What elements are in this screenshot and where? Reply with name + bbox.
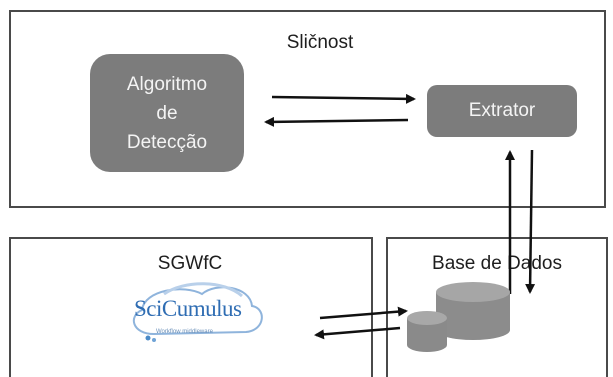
cloud-icon (132, 282, 263, 342)
detection-algorithm-node: Algoritmo de Detecção (90, 54, 244, 172)
algorithm-label-line1: Algoritmo (126, 73, 208, 95)
logo-tagline: Workflow middleware (156, 329, 213, 335)
extractor-label: Extrator (468, 100, 536, 121)
extractor-node: Extrator (427, 85, 577, 137)
arrow-extractor-to-database (525, 149, 536, 294)
arrow-extractor-to-algorithm (264, 116, 409, 127)
arrow-database-to-sgwfc (314, 326, 401, 340)
sgwfc-title: SGWfC (157, 253, 223, 274)
arrow-sgwfc-to-database (319, 306, 408, 320)
database-cylinder-large (436, 282, 510, 340)
sgwfc-panel (9, 237, 373, 377)
algorithm-label-line3: Detecção (126, 131, 208, 153)
logo-name: SciCumulus (134, 296, 242, 321)
slicnost-title: Sličnost (286, 32, 354, 53)
scicumulus-logo: SciCumulus Workflow middleware (124, 280, 269, 348)
algorithm-label-line2: de (156, 102, 178, 124)
database-cylinder-small (407, 311, 447, 352)
arrow-algorithm-to-extractor (271, 93, 416, 104)
